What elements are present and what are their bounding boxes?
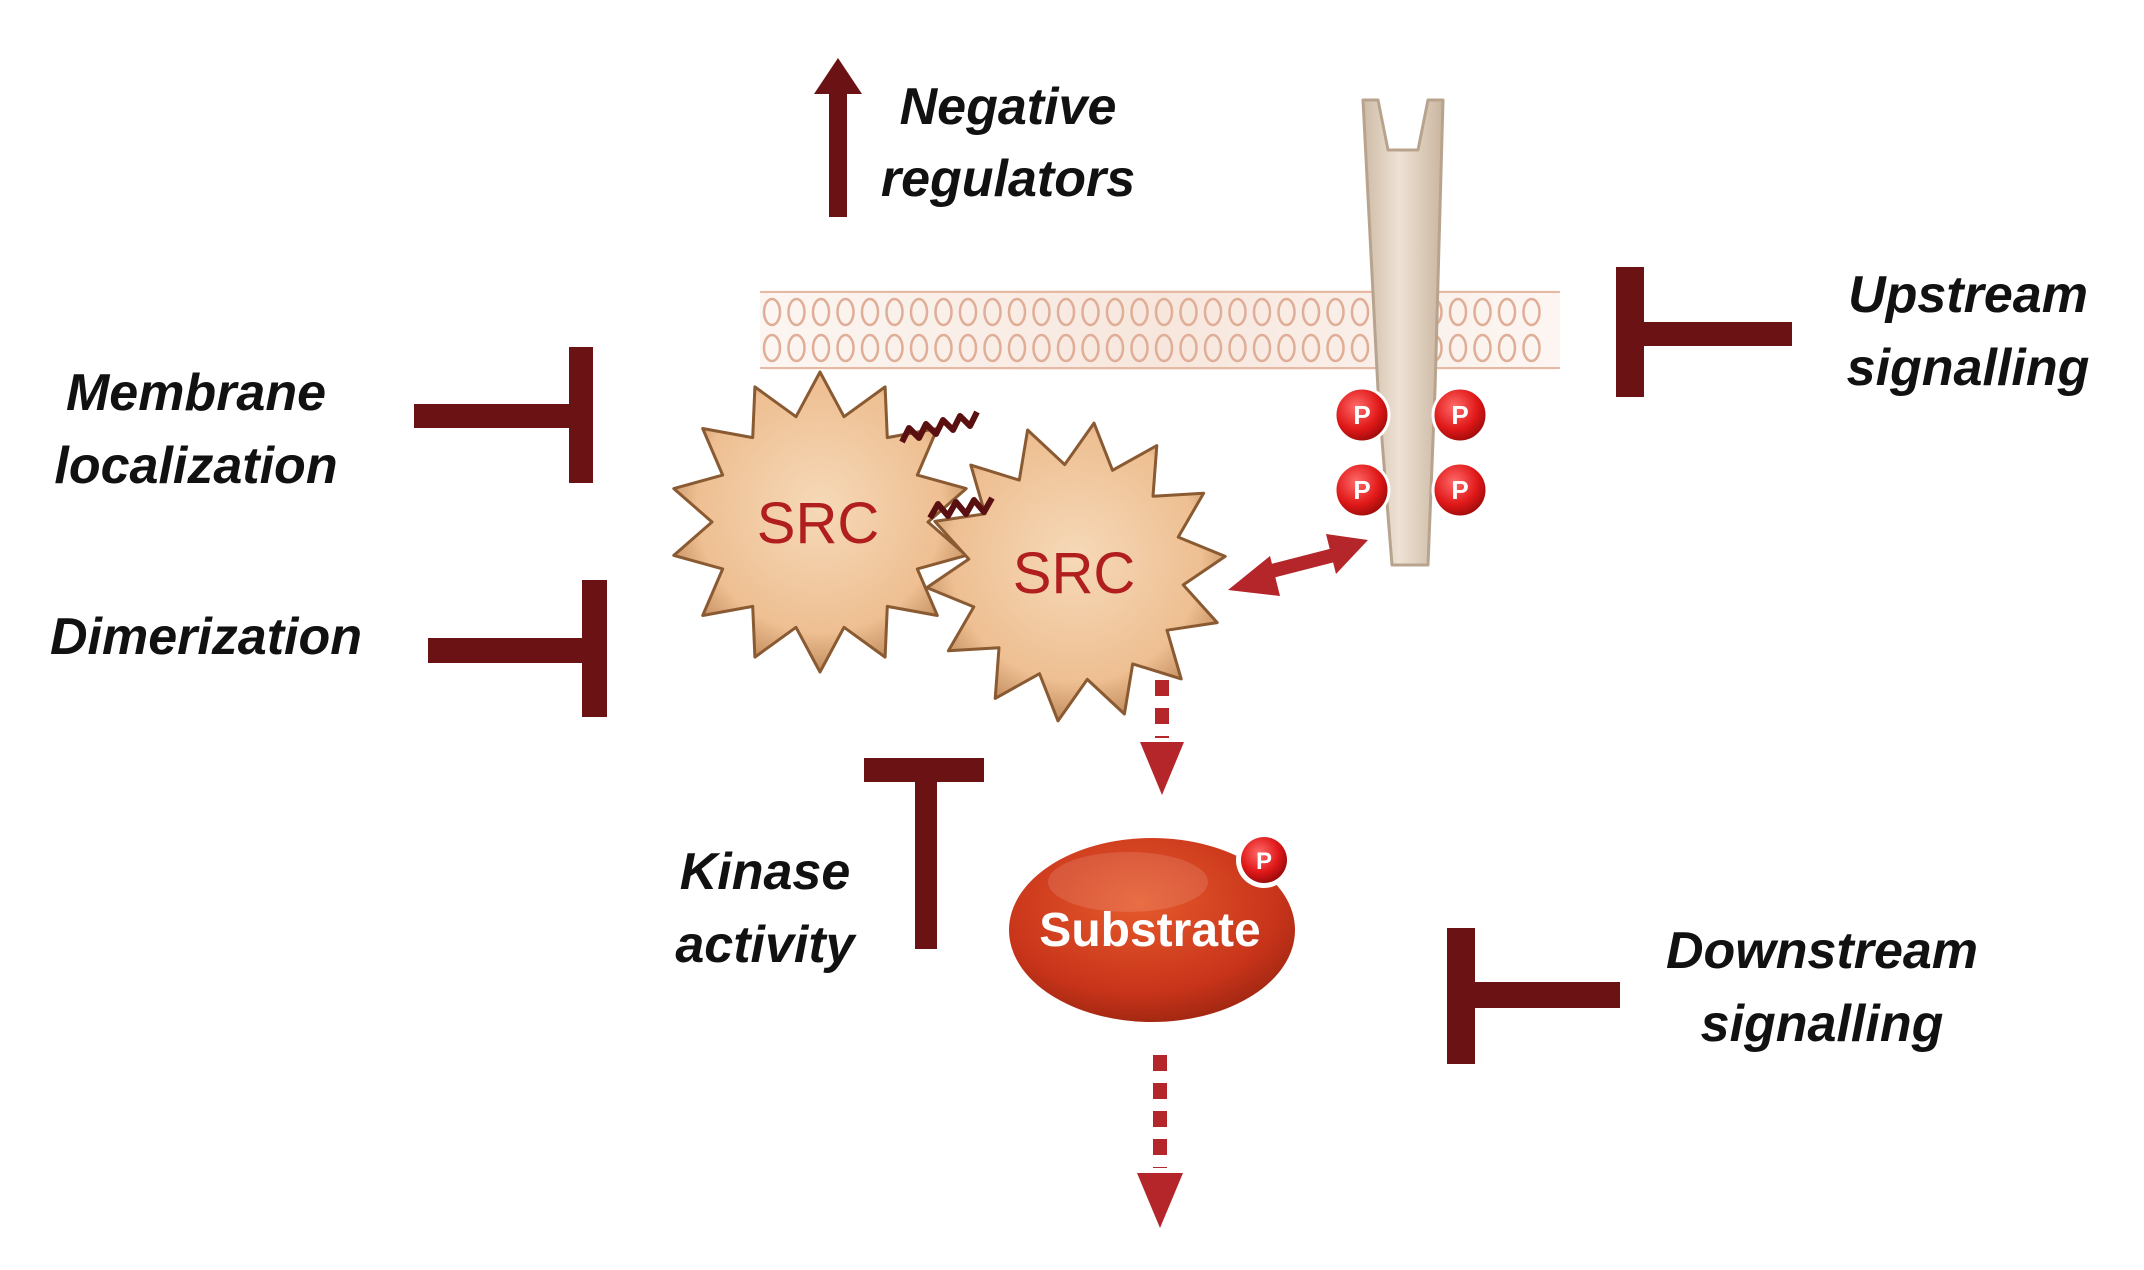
lipid-head [1350,333,1370,363]
lipid-head [958,333,978,363]
lipid-head [1056,297,1076,327]
lipid-head [885,333,904,363]
lipid-head [1032,333,1051,363]
lipid-head [1448,333,1468,363]
substrate: Substrate [1009,838,1295,1022]
lipid-head [909,333,929,363]
lipid-head [934,333,953,363]
membrane-localization-label-line1: Membrane [66,364,326,422]
lipid-head [1203,333,1223,363]
lipid-head [1228,297,1247,327]
src-label-1: SRC [757,491,879,556]
lipid-head [1473,297,1492,327]
svg-text:P: P [1353,475,1370,505]
receptor [1361,98,1445,567]
lipid-head [762,333,782,363]
lipid-head [1056,333,1076,363]
lipid-head [1277,333,1296,363]
lipid-head [885,297,904,327]
src-label-2: SRC [1013,541,1135,606]
lipid-head [811,333,831,363]
lipid-head [1179,333,1198,363]
svg-text:P: P [1451,475,1468,505]
lipid-head [1301,297,1321,327]
lipid-head [934,297,953,327]
lipid-head [860,333,880,363]
membrane-localization-label-line2: localization [54,437,337,495]
lipid-head [787,297,806,327]
src-receptor-interaction-arrow [1228,534,1368,596]
lipid-head [1252,297,1272,327]
receptor-phospho-group-3: P [1333,461,1391,519]
lipid-head [1154,297,1174,327]
receptor-phospho-group-1: P [1333,386,1391,444]
downstream-inhibitor [1447,928,1620,1064]
lipid-head [1326,333,1345,363]
downstream-label-line2: signalling [1701,995,1944,1053]
src-2-membrane-anchor [927,496,995,520]
lipid-head [1497,297,1517,327]
src-to-substrate-dashed-arrow [1140,680,1184,795]
lipid-head [1105,333,1125,363]
lipid-head [1448,297,1468,327]
lipid-head [1228,333,1247,363]
lipid-head [1252,333,1272,363]
lipid-head [836,297,855,327]
lipid-head [983,297,1002,327]
lipid-head [958,297,978,327]
lipid-head [1326,297,1345,327]
lipid-head [1473,333,1492,363]
membrane-localization-inhibitor [414,347,593,483]
svg-text:P: P [1256,848,1272,875]
src-1-membrane-anchor [899,410,980,444]
svg-text:P: P [1353,400,1370,430]
src-protein-1: SRC [672,370,968,674]
lipid-head [787,333,806,363]
lipid-head [1350,297,1370,327]
dimerization-label: Dimerization [50,608,362,666]
dimerization-inhibitor [428,580,607,717]
lipid-head [1007,297,1027,327]
lipid-head [762,297,782,327]
cell-membrane [760,290,1560,370]
kinase-activity-label-line2: activity [675,916,857,974]
lipid-head [1081,333,1100,363]
lipid-head [1154,333,1174,363]
lipid-head [836,333,855,363]
upstream-inhibitor [1616,267,1792,397]
upstream-label-line1: Upstream [1848,266,2088,324]
lipid-head [860,297,880,327]
downstream-label-line1: Downstream [1666,922,1978,980]
kinase-activity-label-line1: Kinase [680,843,851,901]
lipid-head [1179,297,1198,327]
negative-regulators-up-arrow [814,58,862,217]
lipid-head [1007,333,1027,363]
substrate-label: Substrate [1039,904,1260,957]
lipid-head [1277,297,1296,327]
lipid-head [1032,297,1051,327]
lipid-head [1301,333,1321,363]
svg-text:P: P [1451,400,1468,430]
lipid-head [811,297,831,327]
lipid-head [1130,297,1149,327]
upstream-label-line2: signalling [1847,339,2090,397]
src-protein-2: SRC [925,421,1227,723]
lipid-head [909,297,929,327]
lipid-head [1081,297,1100,327]
kinase-activity-inhibitor [864,758,984,949]
substrate-downstream-dashed-arrow [1137,1055,1183,1228]
negative-regulators-label-line2: regulators [881,150,1135,208]
lipid-head [1105,297,1125,327]
lipid-head [1497,333,1517,363]
lipid-head [983,333,1002,363]
receptor-phospho-group-2: P [1431,386,1489,444]
lipid-head [1522,333,1541,363]
lipid-head [1522,297,1541,327]
negative-regulators-label-line1: Negative [900,78,1117,136]
substrate-phospho-group: P [1236,832,1292,888]
receptor-phospho-group-4: P [1431,461,1489,519]
lipid-head [1130,333,1149,363]
lipid-head [1203,297,1223,327]
